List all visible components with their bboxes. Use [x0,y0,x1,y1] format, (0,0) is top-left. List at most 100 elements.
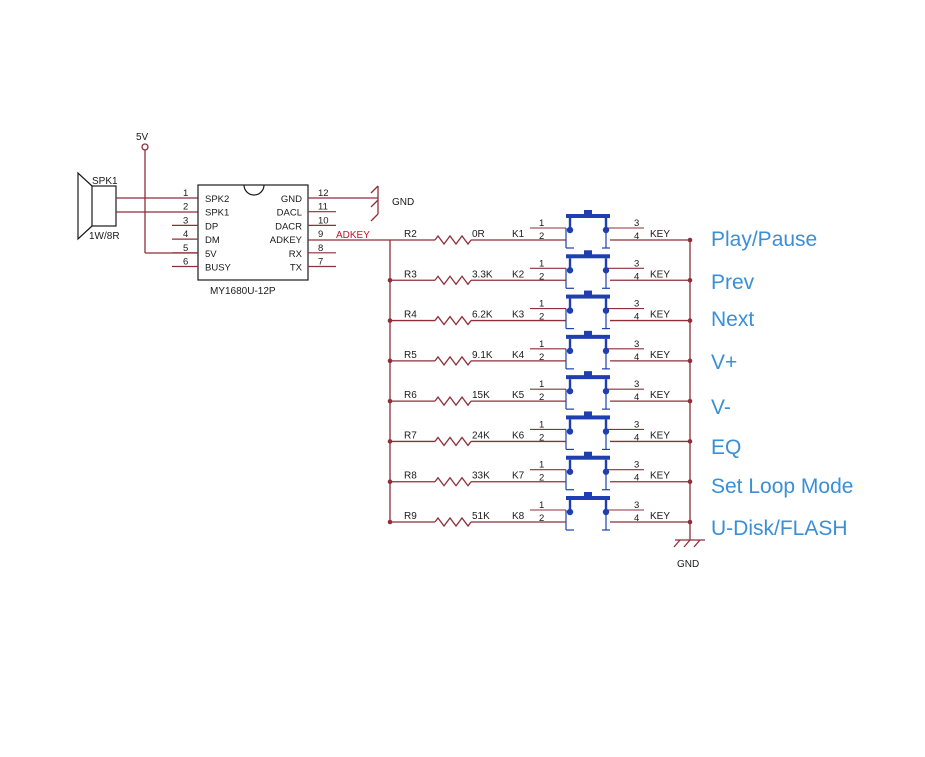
resistor-ref: R2 [404,229,417,240]
function-label: EQ [711,436,741,459]
button-pin-number: 4 [634,392,639,403]
key-net-label: KEY [650,229,670,240]
ic-pin-number: 1 [183,188,188,199]
button-pin-number: 2 [539,473,544,484]
ic-pin-name: GND [281,194,302,205]
adkey-net: ADKEY [308,230,391,522]
function-label: Next [711,308,754,331]
function-label: U-Disk/FLASH [711,517,848,540]
button-pin-number: 1 [539,500,544,511]
button-pin-number: 2 [539,352,544,363]
junction-dot [687,398,693,404]
ic-pin-name: RX [289,249,303,260]
ic-pin-number: 10 [318,215,329,226]
resistor-symbol [434,315,472,326]
ic-pin-number: 9 [318,229,323,240]
ic-part-number: MY1680U-12P [210,286,276,297]
button-pin-number: 2 [539,432,544,443]
button-pin-number: 1 [539,218,544,229]
button-pin-number: 4 [634,513,639,524]
ic-pin-number: 11 [318,202,328,213]
resistor-value: 9.1K [472,350,493,361]
resistor-symbol [434,275,472,286]
ic-pin-name: DACR [275,221,302,232]
speaker-symbol: SPK1 1W/8R [77,171,198,242]
resistor-value: 15K [472,390,490,401]
switch-ref: K7 [512,471,525,482]
speaker-value: 1W/8R [89,231,120,242]
push-button-symbol [565,411,610,451]
button-pin-number: 3 [634,419,639,430]
key-net-label: KEY [650,390,670,401]
ic-pin-name: SPK1 [205,208,229,219]
resistor-ref: R7 [404,430,417,441]
ic-pin-number: 5 [183,243,188,254]
resistor-value: 51K [472,511,490,522]
resistor-symbol [434,516,472,528]
button-pin-number: 3 [634,500,639,511]
ic-pin-name: DACL [277,208,302,219]
button-pin-number: 1 [539,299,544,310]
ic-pin-name: BUSY [205,263,232,274]
ic-pin-number: 6 [183,257,188,268]
button-pin-number: 3 [634,299,639,310]
button-pin-number: 2 [539,231,544,242]
adkey-net-label: ADKEY [336,230,370,241]
button-pin-number: 4 [634,312,639,323]
button-pin-number: 4 [634,432,639,443]
ic-pin-number: 4 [183,229,188,240]
push-button-symbol [565,330,610,370]
key-rail: GND [673,240,705,570]
ic-pin-name: DP [205,221,218,232]
resistor-ref: R6 [404,390,417,401]
junction-dot [687,318,693,323]
push-button-symbol [565,210,610,249]
key-net-label: KEY [650,350,670,361]
button-pin-number: 4 [634,231,639,242]
resistor-symbol [434,476,472,487]
resistor-value: 6.2K [472,310,493,321]
resistor-symbol [434,234,472,246]
key-net-label: KEY [650,511,670,522]
ground-label-bottom: GND [677,559,699,570]
button-pin-number: 1 [539,460,544,471]
junction-dot [687,358,693,364]
function-label: V- [711,396,731,419]
button-pin-number: 3 [634,379,639,390]
switch-ref: K2 [512,269,525,280]
switch-ref: K6 [512,430,525,441]
ground-symbol-top: GND [308,185,414,222]
junction-dot [687,237,693,243]
function-label: Play/Pause [711,228,817,251]
key-net-label: KEY [650,310,670,321]
button-pin-number: 1 [539,419,544,430]
function-label: V+ [711,351,737,374]
ic-pin-number: 3 [183,215,188,226]
ic-pin-number: 2 [183,202,188,213]
resistor-ref: R8 [404,471,417,482]
resistor-symbol [434,355,472,366]
resistor-value: 33K [472,471,490,482]
junction-dot [687,479,693,485]
ic-pin-name: ADKEY [270,235,303,246]
button-pin-number: 3 [634,339,639,350]
resistor-ref: R9 [404,511,417,522]
resistor-symbol [434,436,472,447]
button-pin-number: 3 [634,258,639,269]
switch-ref: K8 [512,511,525,522]
resistor-value: 0R [472,229,485,240]
button-pin-number: 4 [634,352,639,363]
junction-dot [687,439,693,444]
ic-pin-number: 8 [318,243,323,254]
push-button-symbol [565,250,610,289]
